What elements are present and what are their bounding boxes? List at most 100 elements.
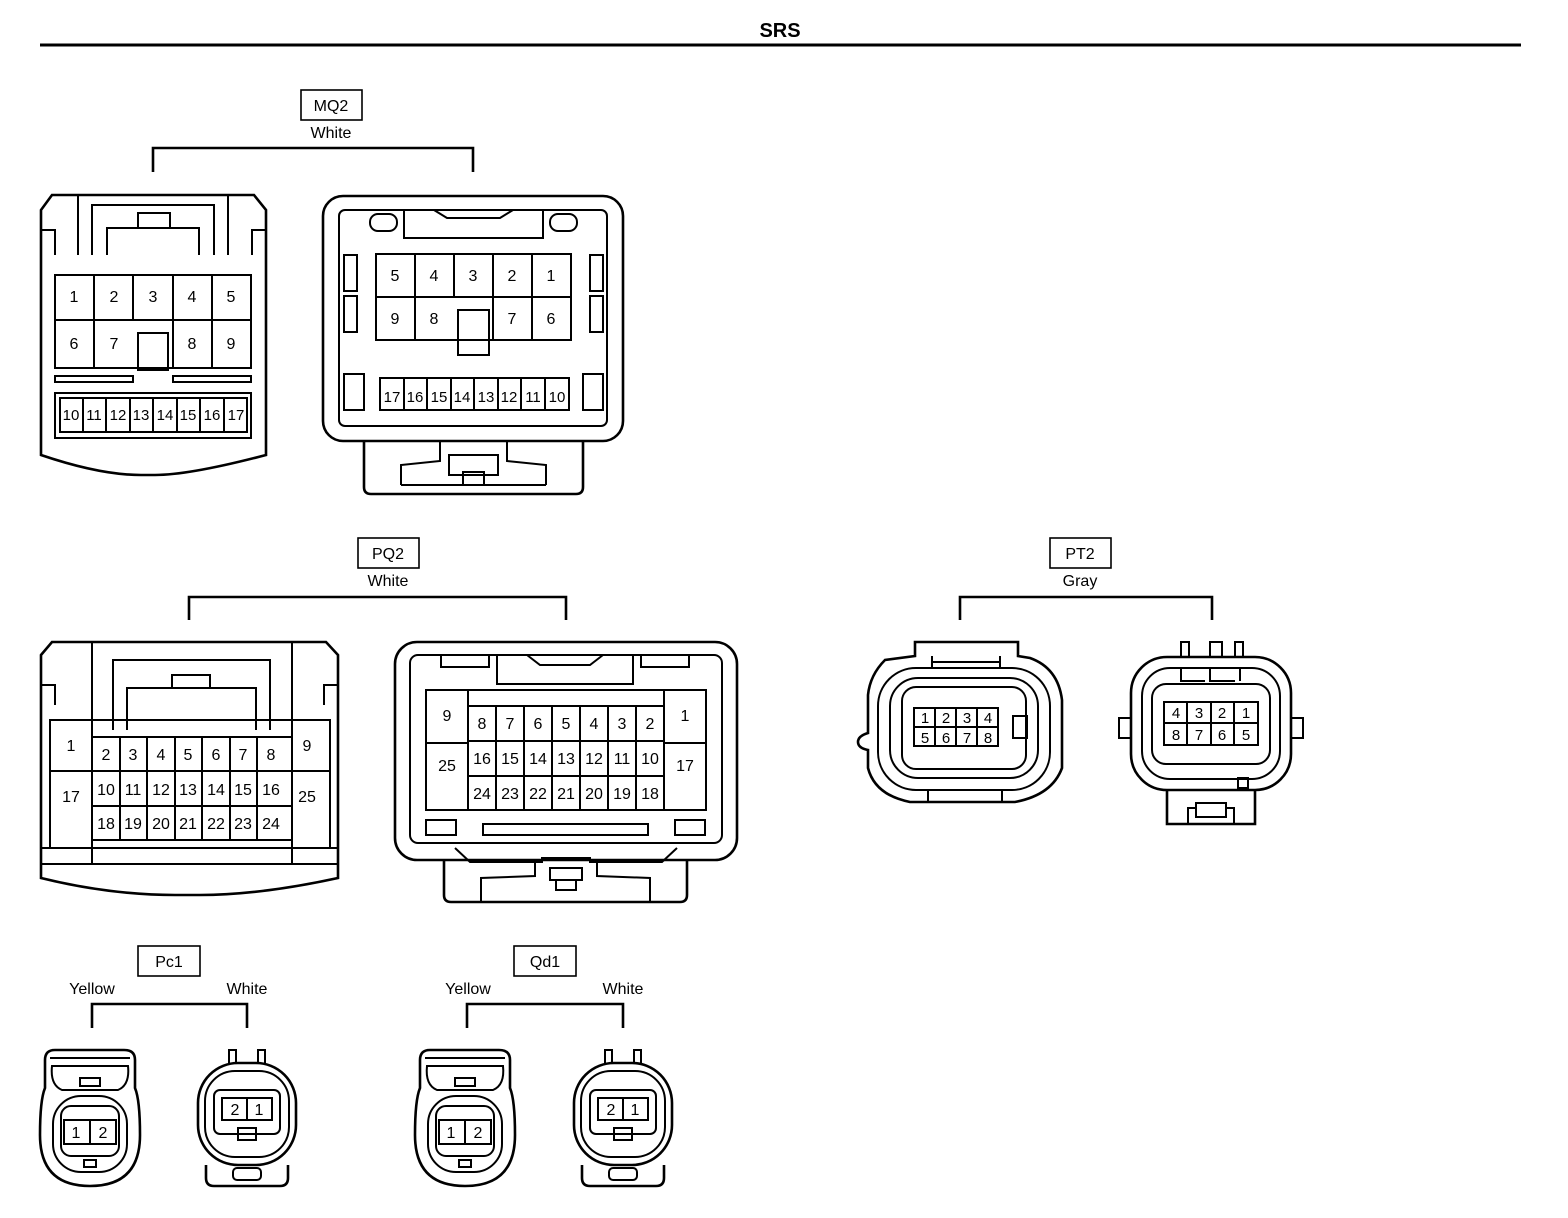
- connector-code-box: [357, 537, 420, 569]
- pin-label: 3: [1195, 705, 1203, 722]
- pin-label: 16: [407, 389, 424, 406]
- pin-label: 7: [506, 716, 515, 733]
- pin-label: 9: [443, 708, 452, 725]
- pin-label: 14: [157, 407, 174, 424]
- connector-mq2-male-face: 5 4 3 2 1 9 8 7 6 17 16 15 14 13 12 11 1…: [321, 194, 625, 496]
- pin-label: 4: [1172, 705, 1180, 722]
- pin-label: 17: [228, 407, 245, 424]
- pin-label: 7: [963, 730, 971, 747]
- connector-code-box: [1049, 537, 1112, 569]
- pin-label: 9: [391, 311, 400, 328]
- pin-label: 6: [212, 747, 221, 764]
- pin-label: 15: [431, 389, 448, 406]
- pin-label: 13: [557, 751, 575, 768]
- pin-label: 23: [501, 786, 519, 803]
- pin-label: 1: [67, 738, 76, 755]
- pin-label: 2: [646, 716, 655, 733]
- pin-label: 9: [227, 336, 236, 353]
- pin-label: 2: [942, 710, 950, 727]
- pin-label: 20: [152, 816, 170, 833]
- pin-label: 7: [110, 336, 119, 353]
- pin-label: 21: [557, 786, 575, 803]
- connector-code-label: PT2: [1065, 546, 1094, 563]
- pin-label: 3: [149, 289, 158, 306]
- pin-label: 1: [921, 710, 929, 727]
- pin-label: 13: [179, 782, 197, 799]
- pin-label: 12: [501, 389, 518, 406]
- pin-label: 2: [110, 289, 119, 306]
- connector-code-box: [513, 945, 577, 977]
- pairing-bracket: [151, 146, 475, 172]
- pin-label: 25: [438, 758, 456, 775]
- pin-label: 10: [641, 751, 659, 768]
- pairing-bracket: [465, 1002, 625, 1028]
- pin-label: 15: [501, 751, 519, 768]
- pin-label: 18: [641, 786, 659, 803]
- connector-pt2-female-face: 1 2 3 4 5 6 7 8: [856, 640, 1064, 804]
- pin-label: 13: [478, 389, 495, 406]
- connector-mq2-female-face: 1 2 3 4 5 6 7 8 9 10 11 12 13 14 15 16 1…: [39, 193, 268, 477]
- pin-label: 5: [184, 747, 193, 764]
- pin-label: 6: [534, 716, 543, 733]
- pin-label: 8: [1172, 727, 1180, 744]
- pin-label: 16: [473, 751, 491, 768]
- pin-label: 5: [1242, 727, 1250, 744]
- pin-label: 7: [1195, 727, 1203, 744]
- pin-label: 1: [547, 268, 556, 285]
- connector-pc1-female-face: 1 2: [38, 1048, 142, 1188]
- pin-label: 10: [97, 782, 115, 799]
- pin-label: 4: [188, 289, 197, 306]
- pin-label: 24: [262, 816, 280, 833]
- connector-color-label-left: Yellow: [445, 981, 491, 998]
- pin-label: 7: [508, 311, 517, 328]
- connector-color-label-right: White: [603, 981, 644, 998]
- pin-label: 14: [207, 782, 225, 799]
- pin-label: 1: [447, 1125, 456, 1142]
- connector-color-label: Gray: [1063, 573, 1098, 590]
- pin-label: 6: [70, 336, 79, 353]
- pin-label: 25: [298, 789, 316, 806]
- page-title: SRS: [759, 20, 800, 42]
- pin-label: 3: [963, 710, 971, 727]
- connector-code-box: [300, 89, 363, 121]
- pin-label: 12: [110, 407, 127, 424]
- connector-qd1-female-face: 1 2: [413, 1048, 517, 1188]
- pin-label: 22: [207, 816, 225, 833]
- pin-label: 17: [62, 789, 80, 806]
- connector-code-box: [137, 945, 201, 977]
- pairing-bracket: [187, 595, 568, 620]
- connector-color-label: White: [311, 125, 352, 142]
- connector-pt2-male-face: 4 3 2 1 8 7 6 5: [1118, 641, 1304, 826]
- pin-label: 21: [179, 816, 197, 833]
- pin-label: 14: [529, 751, 547, 768]
- pin-label: 14: [454, 389, 471, 406]
- pin-label: 8: [478, 716, 487, 733]
- pin-label: 18: [97, 816, 115, 833]
- pin-label: 10: [549, 389, 566, 406]
- pin-label: 9: [303, 738, 312, 755]
- pairing-bracket: [958, 595, 1214, 620]
- connector-pq2-female-face: 1 2 3 4 5 6 7 8 9 17 10 11 12 13 14 15 1…: [39, 640, 340, 897]
- connector-pc1: Pc1 Yellow White 1 2: [38, 945, 298, 1188]
- connector-code-label: Qd1: [530, 954, 560, 971]
- connector-mq2: MQ2 White 1 2 3 4 5 6 7 8: [39, 89, 625, 496]
- pin-label: 23: [234, 816, 252, 833]
- connector-code-label: PQ2: [372, 546, 404, 563]
- pin-label: 10: [63, 407, 80, 424]
- pin-label: 3: [618, 716, 627, 733]
- pin-label: 2: [474, 1125, 483, 1142]
- pin-label: 1: [631, 1102, 640, 1119]
- pin-label: 19: [613, 786, 631, 803]
- pin-label: 2: [607, 1102, 616, 1119]
- pin-label: 3: [469, 268, 478, 285]
- pin-label: 4: [590, 716, 599, 733]
- pin-label: 2: [99, 1125, 108, 1142]
- pin-label: 15: [234, 782, 252, 799]
- connector-pq2-male-face: 9 8 7 6 5 4 3 2 1 25 16 15 14 13 12 11 1…: [393, 640, 739, 904]
- connector-code-label: Pc1: [155, 954, 183, 971]
- pin-label: 11: [86, 407, 102, 424]
- pin-label: 11: [525, 389, 541, 406]
- pin-label: 6: [547, 311, 556, 328]
- pin-label: 1: [1242, 705, 1250, 722]
- pin-label: 11: [125, 782, 142, 799]
